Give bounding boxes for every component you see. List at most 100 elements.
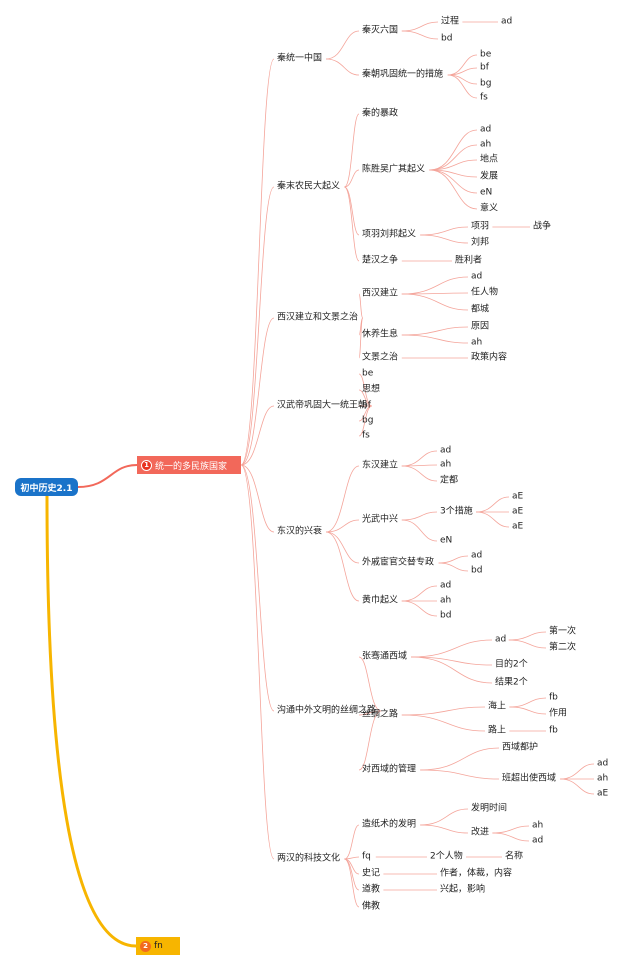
topic-node-d2[interactable]: 道教 (362, 884, 381, 895)
topic-node-d3[interactable]: ah (440, 595, 452, 606)
topic-node-d2[interactable]: 休养生息 (362, 329, 399, 340)
topic-node-d3[interactable]: eN (440, 535, 453, 546)
topic-node-d4[interactable]: fb (549, 725, 558, 736)
topic-node-d3[interactable]: 2个人物 (430, 851, 463, 862)
topic-node-d4[interactable]: ah (532, 820, 544, 831)
topic-node-d4[interactable]: aE (512, 521, 524, 532)
topic-node-d3[interactable]: 兴起，影响 (440, 884, 486, 895)
topic-node-d3[interactable]: ad (471, 271, 483, 282)
root-node[interactable]: 初中历史2.1 (15, 478, 78, 496)
topic-node-d2[interactable]: 项羽刘邦起义 (362, 229, 417, 240)
topic-node-d3[interactable]: bd (440, 610, 452, 621)
topic-node-d3[interactable]: 定都 (440, 475, 459, 486)
topic-node-d3[interactable]: bd (441, 33, 453, 44)
topic-node-d3[interactable]: ah (471, 337, 483, 348)
topic-node-d2[interactable]: 外戚宦官交替专政 (362, 557, 435, 568)
connector-line (492, 832, 530, 842)
topic-node-d3[interactable]: 发展 (480, 171, 499, 182)
topic-node-d2[interactable]: 文景之治 (362, 352, 399, 363)
topic-node-d2[interactable]: 东汉建立 (362, 460, 399, 471)
topic-node-d3[interactable]: eN (480, 187, 493, 198)
topic-node-d3[interactable]: 刘邦 (471, 237, 490, 248)
topic-node-d3[interactable]: 班超出使西域 (502, 773, 557, 784)
topic-node-d2[interactable]: 秦灭六国 (362, 25, 399, 36)
topic-node-d2[interactable]: 秦朝巩固统一的措施 (362, 69, 444, 80)
topic-node-d4[interactable]: aE (597, 788, 609, 799)
topic-node-d3[interactable]: 海上 (488, 701, 507, 712)
topic-node-d4[interactable]: aE (512, 491, 524, 502)
topic-node-d3[interactable]: fs (480, 92, 488, 103)
topic-node-d1[interactable]: 两汉的科技文化 (277, 853, 341, 864)
topic-node-d3[interactable]: ad (440, 445, 452, 456)
connector-line (344, 169, 360, 188)
topic-node-d3[interactable]: ad (480, 124, 492, 135)
topic-node-d2[interactable]: 对西域的管理 (362, 764, 417, 775)
topic-node-d4[interactable]: 战争 (533, 221, 552, 232)
topic-node-d2[interactable]: bg (362, 415, 374, 426)
topic-node-d2[interactable]: 张骞通西域 (362, 651, 408, 662)
topic-node-d4[interactable]: 第二次 (549, 642, 577, 653)
topic-node-d3[interactable]: ad (440, 580, 452, 591)
topic-node-d4[interactable]: ad (532, 835, 544, 846)
topic-node-d3[interactable]: 胜利者 (455, 255, 483, 266)
topic-node-d1[interactable]: 秦统一中国 (277, 53, 323, 64)
topic-node-d3[interactable]: 作者，体裁，内容 (440, 868, 513, 879)
topic-node-d4[interactable]: ad (597, 758, 609, 769)
topic-node-d3[interactable]: ah (480, 139, 492, 150)
topic-node-d3[interactable]: bg (480, 78, 492, 89)
topic-node-d3[interactable]: bf (480, 62, 489, 73)
topic-node-d3[interactable]: bd (471, 565, 483, 576)
topic-node-d2[interactable]: 秦的暴政 (362, 108, 399, 119)
topic-node-d2[interactable]: bf (362, 400, 371, 411)
topic-node-d3[interactable]: 原因 (471, 321, 490, 332)
connector-line (508, 631, 547, 641)
topic-node-d2[interactable]: 楚汉之争 (362, 255, 399, 266)
topic-node-d3[interactable]: 意义 (480, 203, 499, 214)
topic-node-d2[interactable]: 光武中兴 (362, 514, 399, 525)
topic-node-d3[interactable]: 西域都护 (502, 742, 539, 753)
topic-node-d2[interactable]: 丝绸之路 (362, 709, 399, 720)
topic-node-d2[interactable]: be (362, 368, 374, 379)
topic-node-d1[interactable]: 秦末农民大起义 (277, 181, 341, 192)
topic-node-d3[interactable]: 目的2个 (495, 659, 528, 670)
topic-node-d3[interactable]: 过程 (441, 16, 460, 27)
topic-node-d2[interactable]: 黄巾起义 (362, 595, 399, 606)
topic-node-d3[interactable]: 都城 (471, 304, 490, 315)
topic-node-d3[interactable]: 项羽 (471, 221, 490, 232)
topic-node-d2[interactable]: 史记 (362, 868, 381, 879)
topic-node-d3[interactable]: 结果2个 (495, 677, 528, 688)
topic-node-d2[interactable]: 佛教 (362, 901, 381, 912)
topic-node-d2[interactable]: 造纸术的发明 (362, 819, 417, 830)
topic-node-d1[interactable]: 沟通中外文明的丝绸之路 (277, 705, 377, 716)
topic-node-d4[interactable]: 名称 (505, 851, 524, 862)
topic-node-d3[interactable]: 任人物 (471, 287, 499, 298)
topic-node-d4[interactable]: ah (597, 773, 609, 784)
topic-node-d3[interactable]: ad (495, 634, 507, 645)
topic-node-d3[interactable]: 改进 (471, 827, 490, 838)
topic-node-d1[interactable]: 汉武帝巩固大一统王朝 (277, 400, 368, 411)
connector-line (401, 450, 438, 467)
topic-node-d3[interactable]: be (480, 49, 492, 60)
topic-node-d1[interactable]: 东汉的兴衰 (277, 526, 323, 537)
topic-node-d2[interactable]: 西汉建立 (362, 288, 399, 299)
topic-node-d3[interactable]: 路上 (488, 725, 507, 736)
main-topic-1[interactable]: 1 统一的多民族国家 (137, 456, 241, 474)
topic-node-d1[interactable]: 西汉建立和文景之治 (277, 312, 359, 323)
topic-node-d3[interactable]: ah (440, 459, 452, 470)
topic-node-d2[interactable]: fq (362, 851, 371, 862)
topic-node-d4[interactable]: aE (512, 506, 524, 517)
topic-node-d4[interactable]: 第一次 (549, 626, 577, 637)
topic-node-d3[interactable]: ad (471, 550, 483, 561)
connector-line (508, 639, 547, 649)
topic-node-d4[interactable]: fb (549, 692, 558, 703)
main-topic-2[interactable]: 2 fn (136, 937, 180, 955)
topic-node-d3[interactable]: 发明时间 (471, 803, 508, 814)
topic-node-d3[interactable]: 政策内容 (471, 352, 508, 363)
topic-node-d4[interactable]: 作用 (549, 708, 568, 719)
topic-node-d2[interactable]: 陈胜吴广其起义 (362, 164, 426, 175)
topic-node-d3[interactable]: 3个措施 (440, 506, 473, 517)
topic-node-d2[interactable]: 思想 (362, 384, 381, 395)
topic-node-d4[interactable]: ad (501, 16, 513, 27)
topic-node-d3[interactable]: 地点 (480, 154, 499, 165)
topic-node-d2[interactable]: fs (362, 430, 370, 441)
